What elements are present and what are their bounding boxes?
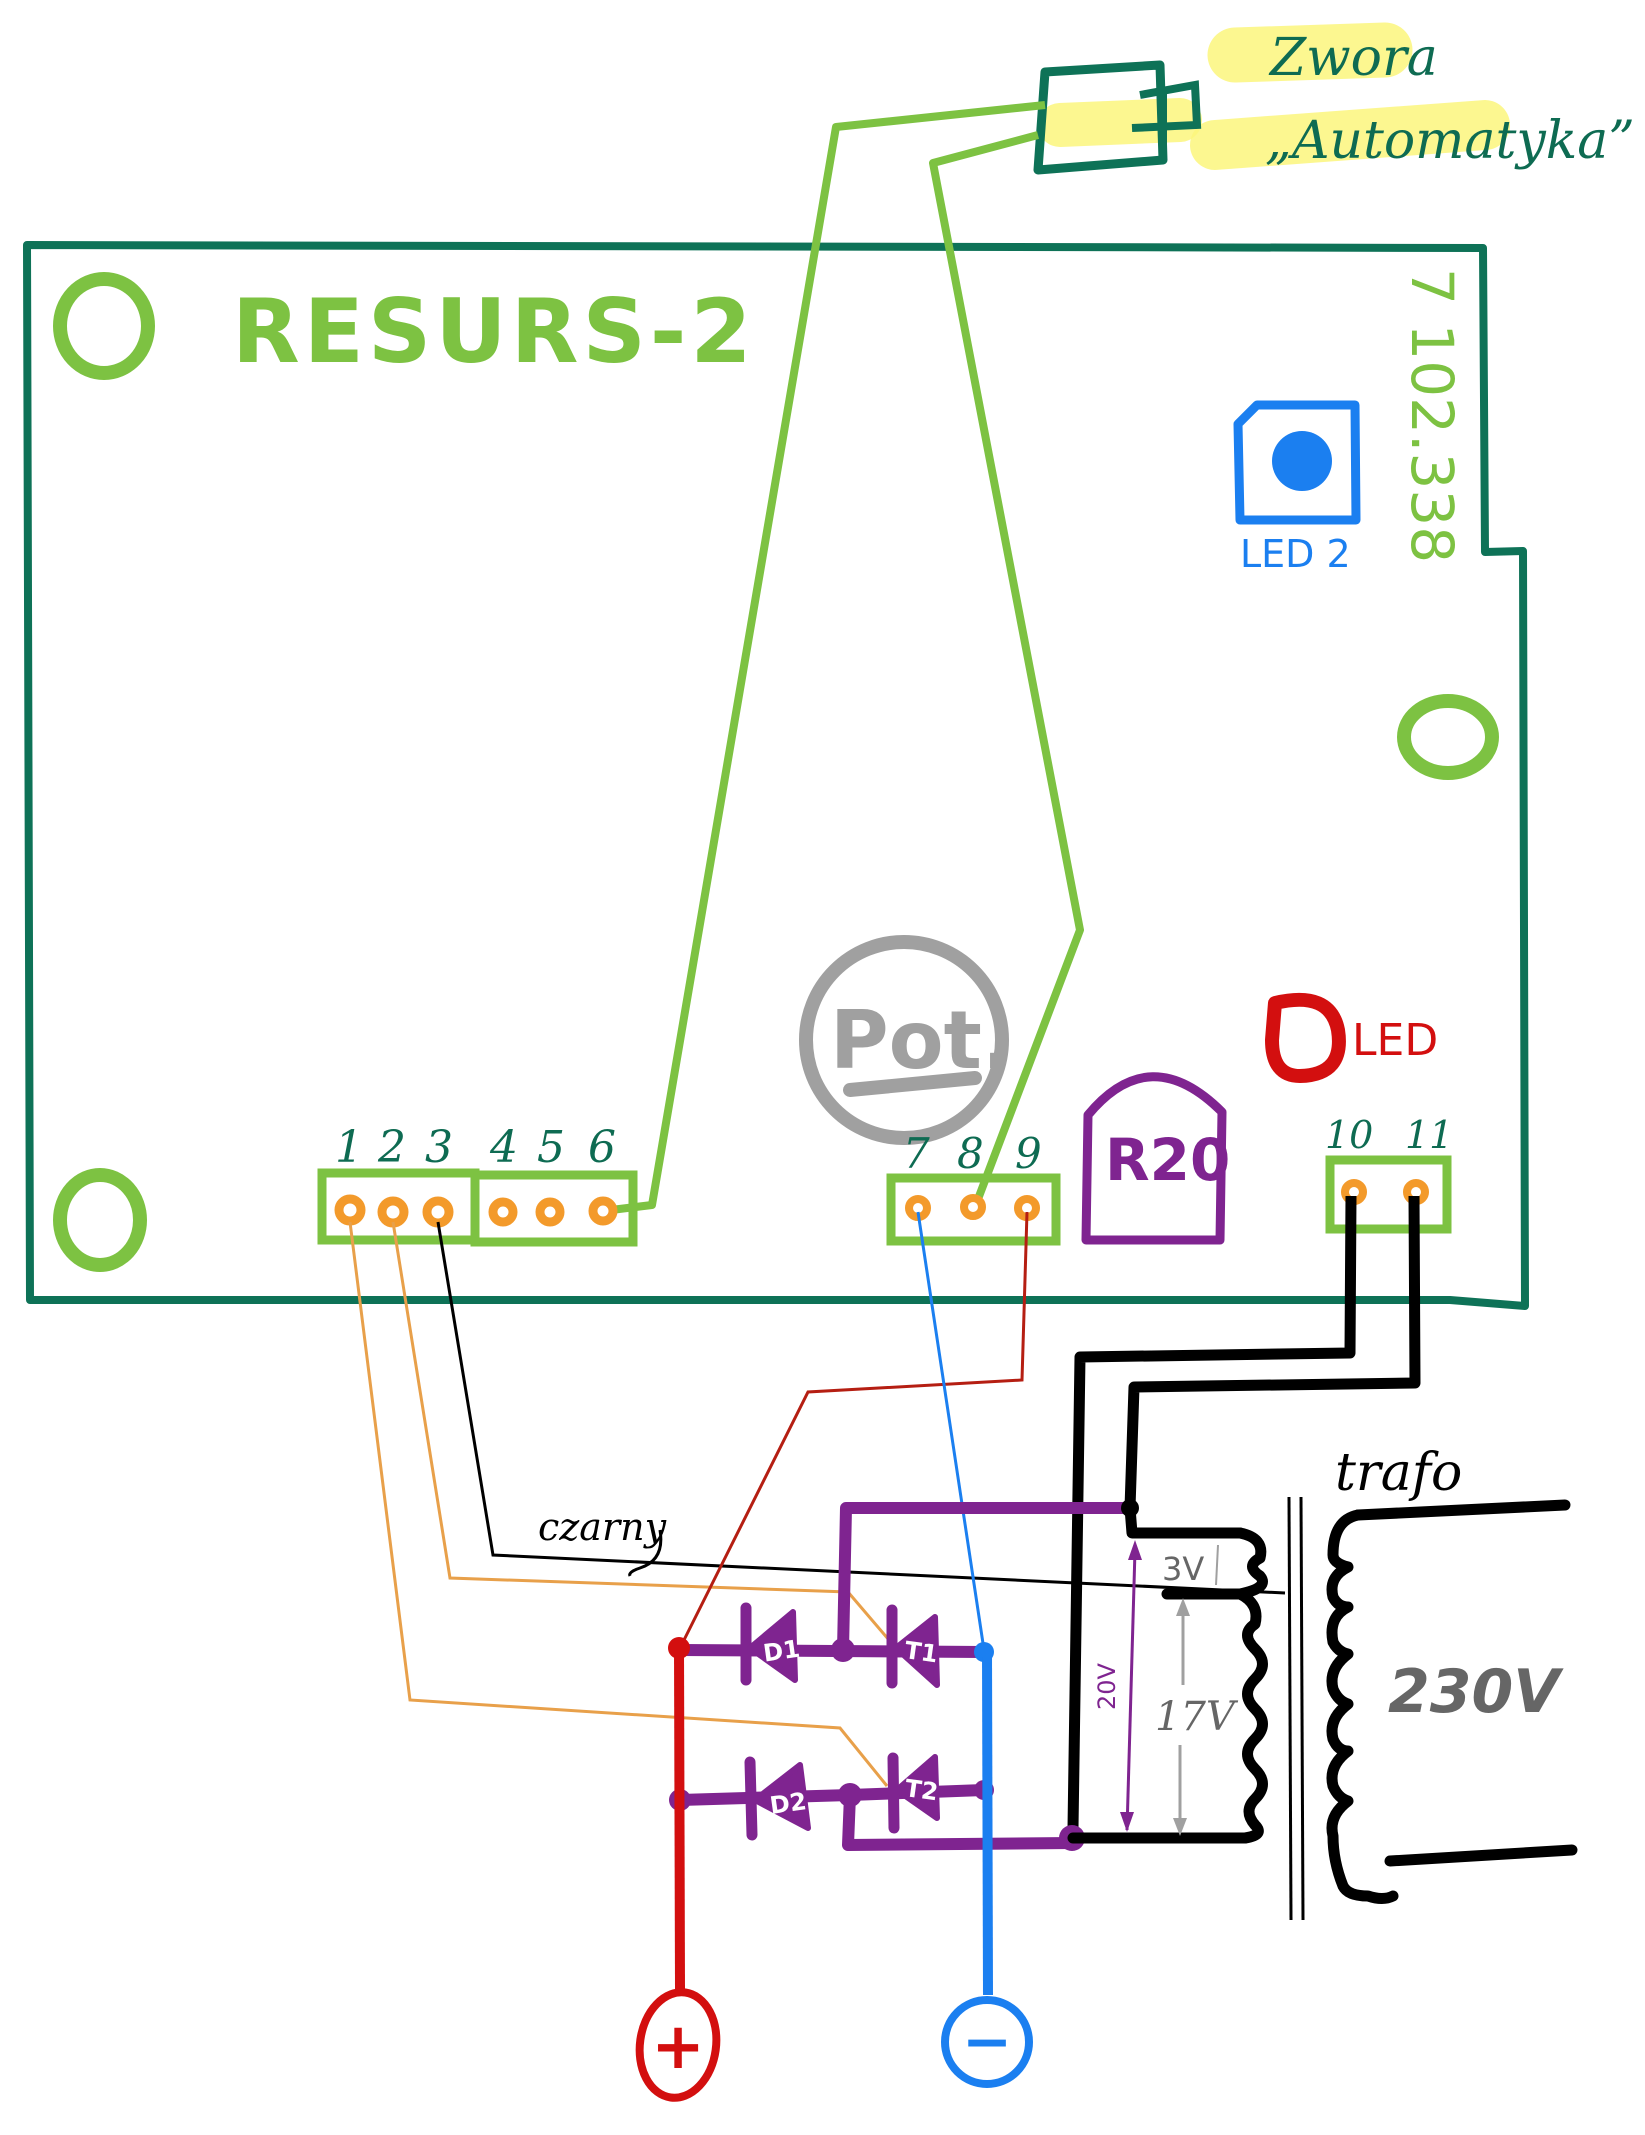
transformer-core-line-1 [1287,1496,1293,1921]
led2-footprint: LED 2 [1233,400,1361,576]
connector-7-9 [886,1173,1061,1246]
voltage-17v-arrow: 17V [1155,1598,1239,1836]
transformer-label: trafo [1335,1443,1462,1503]
gate-wire-pin2-to-t1 [391,1221,891,1641]
connector-10-11 [1325,1155,1452,1234]
voltage-3v-label: 3V [1162,1550,1204,1588]
thyristor-t1-label: T1 [903,1636,940,1668]
relay-symbol [1033,60,1202,175]
r20-label: R20 [1105,1126,1230,1194]
pads-7-9 [905,1194,1040,1221]
thyristor-t1: T1 [886,1604,940,1689]
wire-pin9-to-positive [678,1211,1029,1649]
node-d1-t1 [831,1638,855,1662]
voltage-20v-label: 20V [1093,1662,1121,1710]
pin-label-7: 7 [903,1129,930,1178]
led2-dot [1272,431,1332,491]
negative-terminal[interactable]: − [941,1996,1033,2088]
mount-hole-right [1397,694,1499,780]
wire-pin10-to-transformer [1067,1195,1357,1829]
relay-wire-to-pin6 [602,101,1046,1215]
board-title: RESURS-2 [232,280,756,383]
pin-labels-1-6: 1 2 3 4 5 6 [335,1122,616,1173]
pin-label-4: 4 [489,1122,518,1173]
pin-label-6: 6 [588,1122,616,1173]
pin-label-8: 8 [957,1129,984,1178]
pin-label-3: 3 [425,1122,453,1173]
relay-label-line2: „Automatyka” [1265,111,1635,171]
pad-6[interactable] [588,1196,618,1226]
thyristor-t2-label: T2 [903,1774,940,1806]
positive-terminal[interactable]: + [633,1987,723,2103]
pad-4[interactable] [488,1197,518,1227]
negative-terminal-symbol: − [962,2007,1012,2077]
voltage-20v-arrow: 20V [1093,1540,1142,1832]
wire-pin7-to-negative [916,1211,986,1651]
primary-voltage-label: 230V [1388,1657,1564,1727]
pad-5[interactable] [535,1197,565,1227]
thyristor-t2: T2 [887,1752,940,1834]
black-wire-pin3 [436,1221,1286,1595]
relay-label-line1: Zwora [1268,28,1438,88]
black-wire-label-tail [628,1529,663,1577]
voltage-17v-label: 17V [1155,1694,1239,1740]
gate-wire-pin1-to-t2 [348,1221,889,1787]
transformer-core-line-2 [1299,1496,1305,1921]
pad-3[interactable] [422,1196,454,1228]
connector-4-6 [470,1170,638,1247]
black-wire-label: czarny [538,1505,667,1549]
pot-label: Pot. [830,994,1012,1087]
mount-hole-bottom-left [53,1168,147,1272]
pad-8[interactable] [960,1194,986,1220]
wire-pin11-to-transformer [1124,1195,1421,1509]
led-label: LED [1352,1015,1438,1066]
diode-d2: D2 [744,1756,811,1841]
diode-d2-label: D2 [768,1787,808,1820]
node-d2-t2 [838,1783,862,1807]
pin-label-11: 11 [1405,1113,1453,1157]
mount-hole-top-left [53,272,155,380]
transformer-primary [1326,1499,1578,1904]
r20-component: R20 [1081,1072,1230,1245]
negative-rail [982,1651,993,1996]
pin-label-10: 10 [1325,1113,1373,1157]
pcb-outline [23,241,1529,1310]
transformer-secondary [1067,1502,1268,1844]
diode-d1: D1 [740,1602,802,1686]
pin-label-9: 9 [1015,1129,1042,1178]
voltage-3v-arrow: 3V [1162,1544,1219,1588]
pin-label-2: 2 [377,1122,406,1173]
led-component: LED [1265,992,1438,1083]
relay-wire-to-pin8 [929,131,1084,1209]
potentiometer: Pot. [799,935,1012,1145]
positive-rail [674,1647,685,1991]
pad-2[interactable] [377,1196,409,1228]
pin-labels-7-9: 7 8 9 [903,1129,1042,1178]
led2-label: LED 2 [1240,532,1351,576]
board-part-number: 7 102.338 [1398,268,1466,563]
pad-1[interactable] [334,1194,366,1226]
positive-terminal-symbol: + [651,2010,705,2084]
pin-label-5: 5 [537,1122,565,1173]
diode-d1-label: D1 [761,1635,801,1668]
pin-label-1: 1 [335,1122,363,1173]
